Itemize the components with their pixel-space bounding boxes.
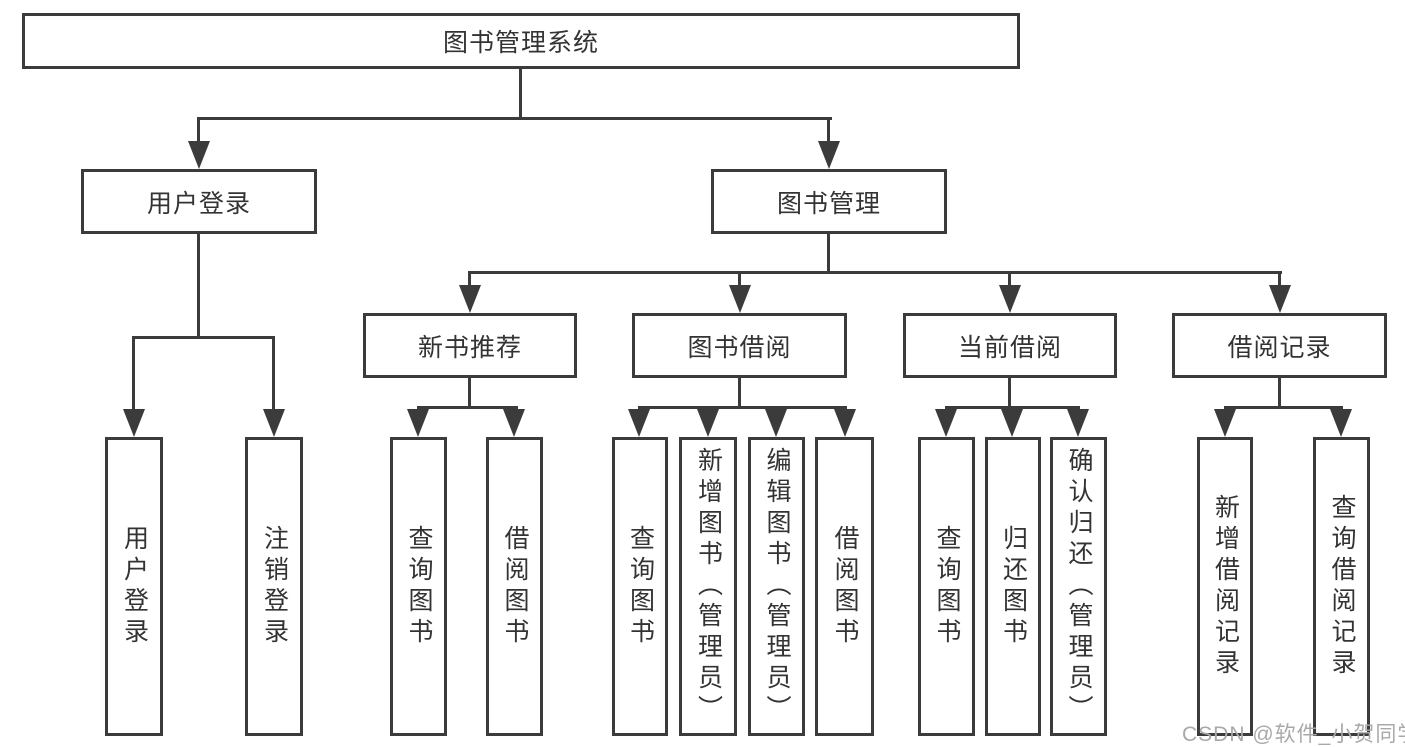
leaf-edit-book-admin: 编辑图书（管理员）: [748, 437, 805, 736]
connector-to-leaf-logout: [272, 336, 275, 412]
connector-book-borrow-stem: [738, 376, 741, 409]
arrowhead-leaf-borrow-book-1: [503, 409, 525, 437]
leaf-label: 注销登录: [260, 524, 289, 649]
connector-to-user-login: [197, 117, 200, 144]
connector-borrow-record-branch: [1224, 406, 1343, 409]
leaf-label: 查询图书: [626, 524, 655, 649]
leaf-return-book: 归还图书: [985, 437, 1041, 736]
leaf-label: 借阅图书: [831, 524, 859, 649]
node-label: 用户登录: [146, 189, 251, 218]
connector-book-mgmt-branch: [468, 271, 1282, 274]
arrowhead-leaf-logout: [263, 409, 285, 437]
arrowhead-leaf-borrow-book-2: [834, 409, 856, 437]
node-current-borrow: 当前借阅: [903, 313, 1117, 378]
leaf-query-book-newrec: 查询图书: [390, 437, 447, 736]
node-label: 图书管理系统: [442, 29, 599, 57]
leaf-user-login: 用户登录: [105, 437, 163, 736]
node-new-book-recommend: 新书推荐: [363, 313, 577, 378]
connector-new-book-rec-branch: [417, 406, 518, 409]
node-label: 当前借阅: [957, 333, 1062, 362]
connector-to-borrow-record: [1278, 271, 1281, 288]
leaf-label: 借阅图书: [501, 524, 529, 649]
leaf-borrow-book-borrow: 借阅图书: [815, 437, 874, 736]
connector-to-current-borrow: [1008, 271, 1011, 288]
connector-book-borrow-branch: [638, 406, 847, 409]
connector-borrow-record-stem: [1278, 376, 1281, 409]
arrowhead-leaf-add-record: [1214, 409, 1236, 437]
arrowhead-current-borrow: [999, 285, 1021, 313]
connector-to-new-book-rec: [468, 271, 471, 288]
node-library-management-system: 图书管理系统: [22, 13, 1020, 69]
node-label: 图书管理: [776, 189, 881, 218]
connector-root-stem: [519, 67, 522, 118]
node-label: 新书推荐: [417, 333, 522, 362]
arrowhead-user-login: [188, 141, 210, 169]
leaf-label: 新增图书（管理员）: [694, 447, 723, 726]
leaf-label: 用户登录: [120, 524, 149, 649]
node-label: 图书借阅: [687, 333, 792, 362]
leaf-label: 查询图书: [933, 524, 961, 649]
connector-to-book-borrow: [738, 271, 741, 288]
connector-to-book-mgmt: [827, 117, 830, 144]
leaf-label: 查询图书: [405, 524, 433, 649]
arrowhead-leaf-add-book: [697, 409, 719, 437]
leaf-logout-login: 注销登录: [245, 437, 303, 736]
arrowhead-book-mgmt: [818, 141, 840, 169]
node-book-management: 图书管理: [711, 169, 947, 234]
node-borrow-record: 借阅记录: [1172, 313, 1387, 378]
leaf-borrow-book-newrec: 借阅图书: [486, 437, 543, 736]
connector-to-leaf-user-login: [132, 336, 135, 412]
connector-new-book-rec-stem: [468, 376, 471, 409]
connector-current-borrow-stem: [1008, 376, 1011, 409]
leaf-query-book-borrow: 查询图书: [612, 437, 668, 736]
arrowhead-leaf-edit-book: [765, 409, 787, 437]
arrowhead-new-book-rec: [459, 285, 481, 313]
leaf-add-book-admin: 新增图书（管理员）: [679, 437, 737, 736]
arrowhead-book-borrow: [729, 285, 751, 313]
leaf-label: 查询借阅记录: [1328, 493, 1356, 680]
node-label: 借阅记录: [1227, 333, 1332, 362]
connector-user-login-stem: [197, 232, 200, 337]
csdn-watermark: CSDN @软件_小贺同学: [1182, 723, 1405, 746]
node-user-login: 用户登录: [81, 169, 317, 234]
leaf-label: 新增借阅记录: [1211, 493, 1240, 680]
arrowhead-borrow-record: [1269, 285, 1291, 313]
leaf-query-borrow-record: 查询借阅记录: [1313, 437, 1370, 736]
connector-root-branch: [197, 117, 832, 120]
leaf-confirm-return-admin: 确认归还（管理员）: [1050, 437, 1107, 736]
arrowhead-leaf-query-book-3: [935, 409, 957, 437]
connector-book-mgmt-stem: [827, 232, 830, 274]
arrowhead-leaf-query-book-1: [407, 409, 429, 437]
leaf-add-borrow-record: 新增借阅记录: [1197, 437, 1253, 736]
connector-current-borrow-branch: [945, 406, 1080, 409]
arrowhead-leaf-user-login: [123, 409, 145, 437]
leaf-label: 确认归还（管理员）: [1065, 447, 1093, 726]
connector-user-login-branch: [132, 336, 275, 339]
leaf-label: 归还图书: [999, 524, 1028, 649]
arrowhead-leaf-query-record: [1330, 409, 1352, 437]
arrowhead-leaf-return-book: [1001, 409, 1023, 437]
arrowhead-leaf-confirm-return: [1067, 409, 1089, 437]
leaf-query-book-current: 查询图书: [918, 437, 975, 736]
node-book-borrow: 图书借阅: [632, 313, 847, 378]
arrowhead-leaf-query-book-2: [628, 409, 650, 437]
leaf-label: 编辑图书（管理员）: [763, 447, 791, 726]
